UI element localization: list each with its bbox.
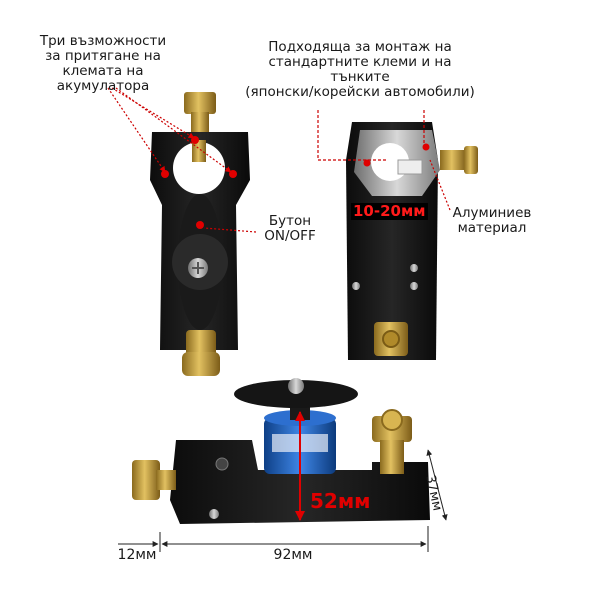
length-label: 92мм <box>273 547 313 563</box>
on-off-button-caption: Бутон ON/OFF <box>264 213 316 245</box>
depth-dimension-line <box>426 449 448 521</box>
three-options-caption: Три възможности за притягане на клемата … <box>39 33 167 95</box>
fits-terminals-caption: Подходяща за монтаж на стандартните клем… <box>245 39 475 101</box>
back-view-switch <box>346 122 478 360</box>
side-left-bolt <box>132 460 160 500</box>
red-point-back-left <box>363 159 371 167</box>
red-point-back-right <box>422 143 430 151</box>
height-label: 52мм <box>310 489 371 513</box>
side-bolt <box>440 150 466 170</box>
top-bolt-head <box>184 92 216 114</box>
clamp-hole <box>173 142 225 194</box>
front-view-switch <box>150 92 250 376</box>
range-label: 10-20мм <box>351 202 428 220</box>
offset-label: 12мм <box>117 547 157 563</box>
red-point-top <box>191 136 199 144</box>
side-view-switch <box>132 378 430 524</box>
red-point-knob <box>196 221 204 229</box>
aluminium-caption: Алуминиев материал <box>452 205 532 237</box>
